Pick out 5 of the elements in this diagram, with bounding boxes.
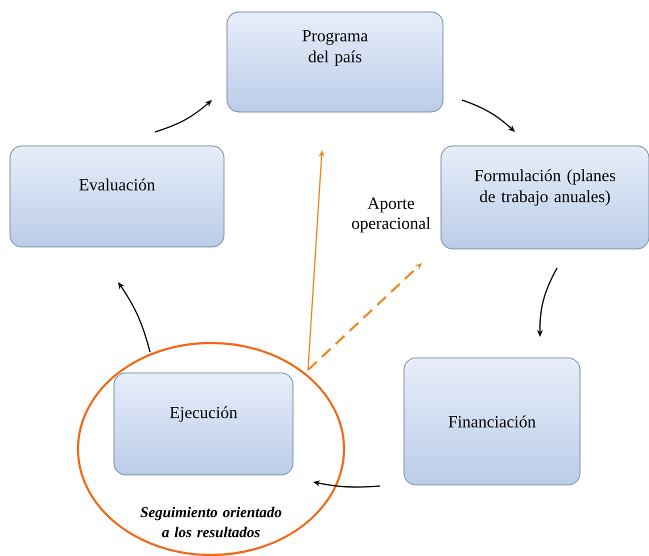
process-box: Ejecución — [114, 372, 294, 476]
process-box: Evaluación — [10, 146, 224, 248]
process-box: Formulación (planes de trabajo anuales) — [440, 146, 649, 250]
process-box: Financiación — [404, 358, 580, 486]
process-box: Programa del país — [226, 12, 444, 112]
